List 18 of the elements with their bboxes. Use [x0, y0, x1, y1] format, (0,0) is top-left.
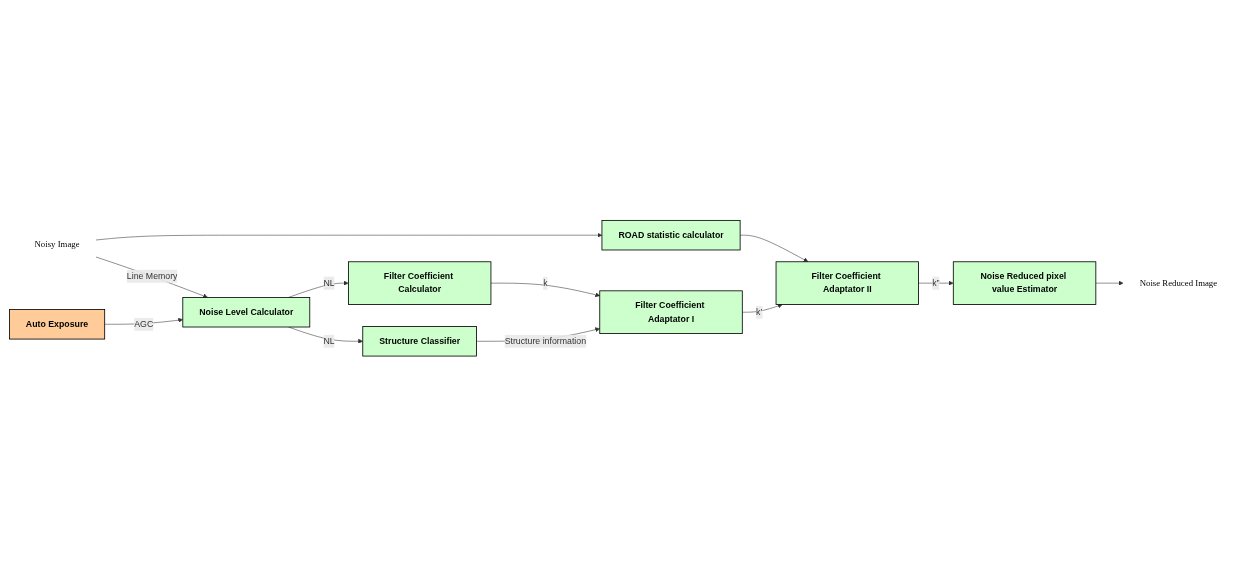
- node-box: Filter Coefficient Adaptator II: [775, 261, 919, 306]
- node-box: Filter Coefficient Adaptator I: [599, 290, 743, 335]
- edge-label: AGC: [134, 319, 154, 329]
- edge-label: Line Memory: [126, 271, 178, 281]
- edge-label: k’: [756, 307, 763, 317]
- edge-label: Structure information: [504, 336, 587, 346]
- edge-label: NL: [323, 336, 335, 346]
- node-box: Auto Exposure: [9, 309, 106, 340]
- node-text: Noise Reduced Image: [1139, 278, 1218, 288]
- edge-label: NL: [323, 278, 335, 288]
- node-box: Noise Level Calculator: [182, 297, 311, 328]
- node-box: Structure Classifier: [362, 326, 477, 357]
- node-box: ROAD statistic calculator: [601, 220, 741, 251]
- node-box: Noise Reduced pixel value Estimator: [952, 261, 1097, 306]
- node-box: Filter Coefficient Calculator: [348, 261, 492, 306]
- node-text: Noisy Image: [34, 239, 80, 249]
- edge-label: k”: [932, 278, 940, 288]
- edge-label: k: [543, 278, 548, 288]
